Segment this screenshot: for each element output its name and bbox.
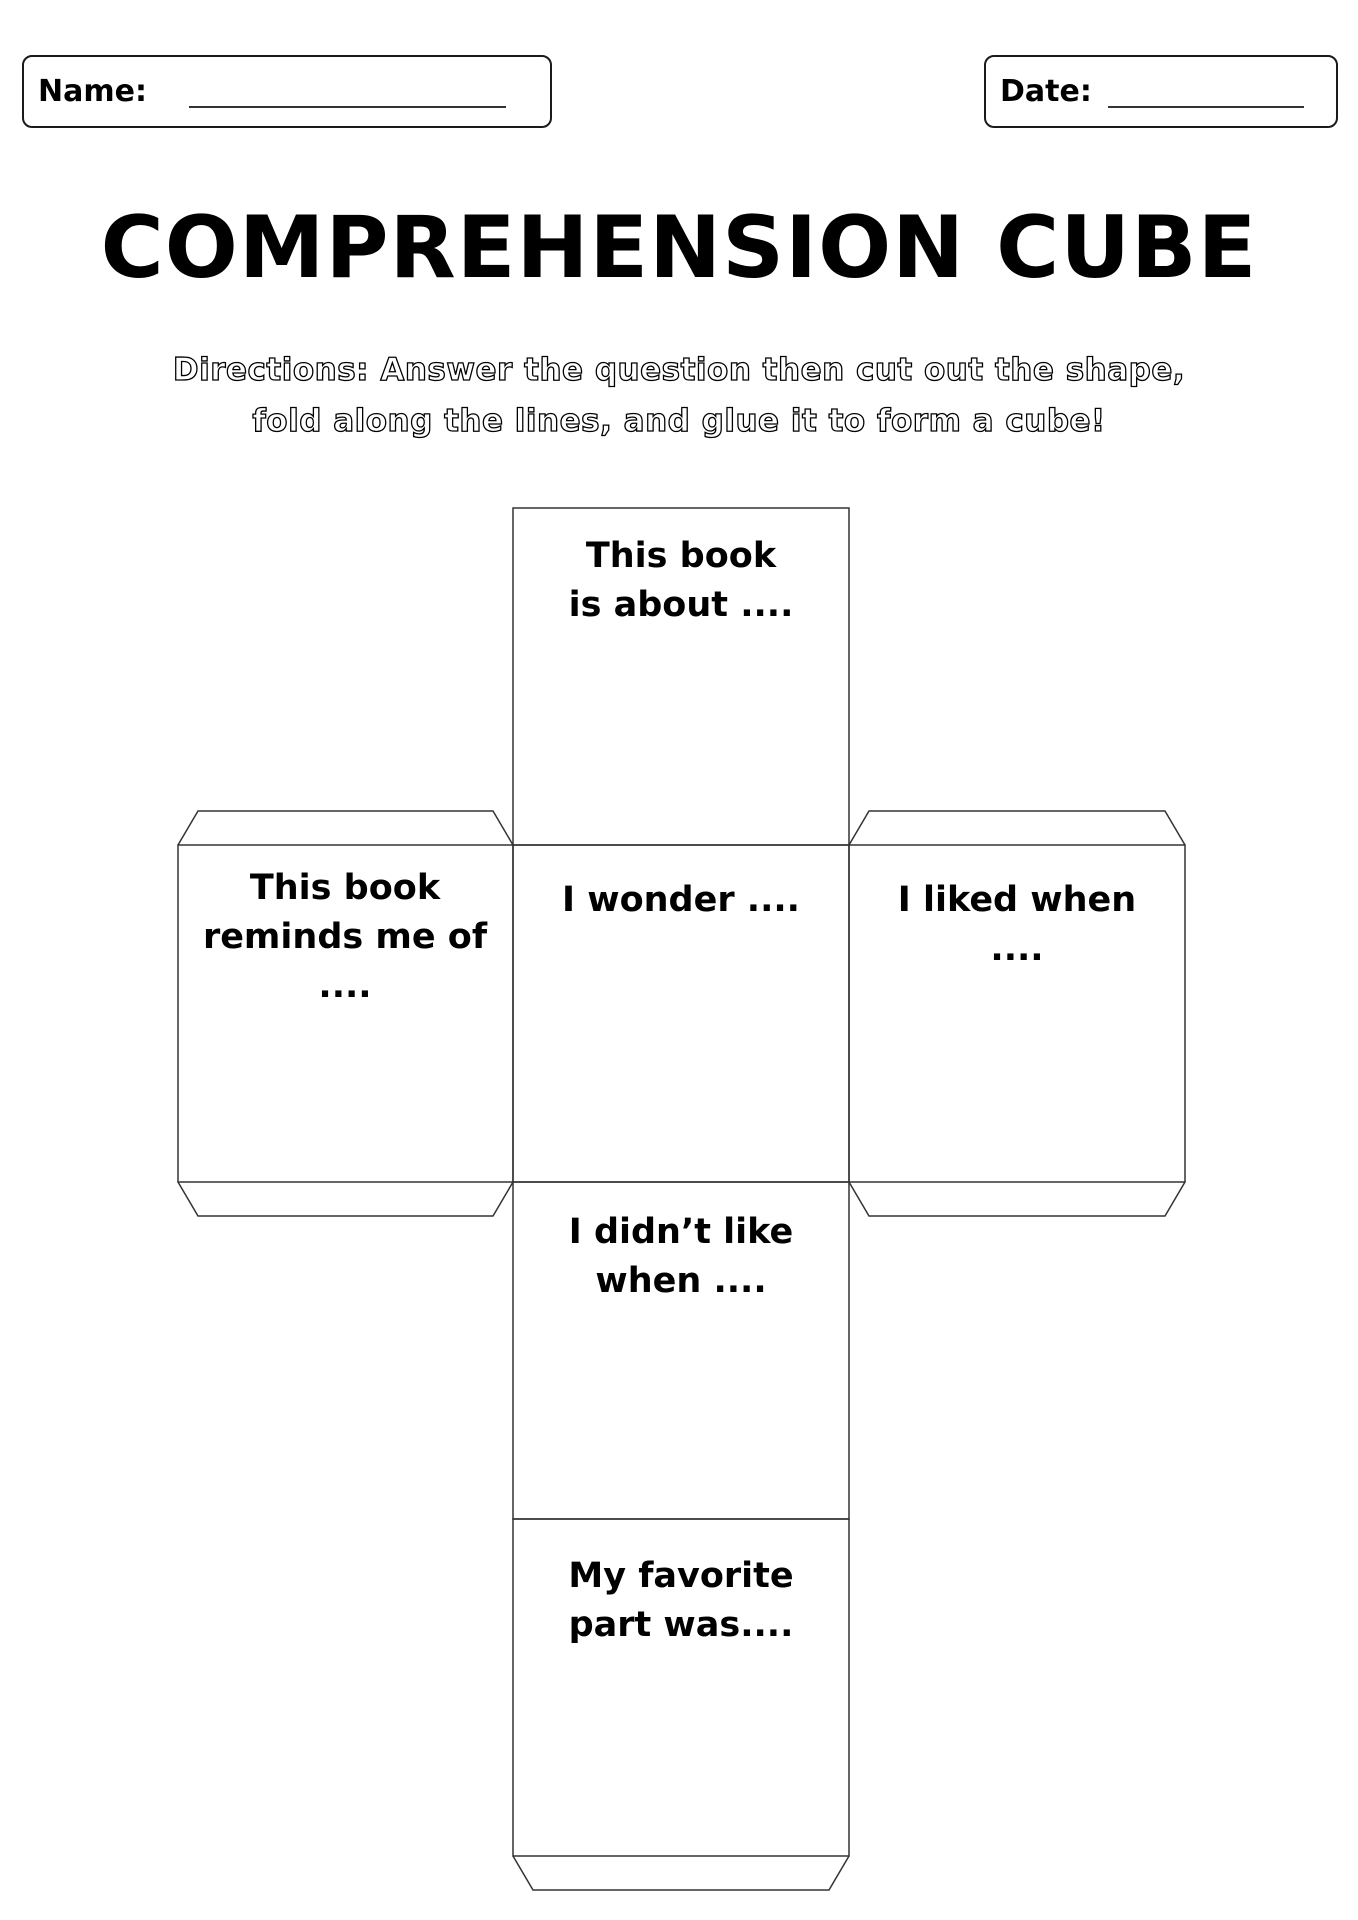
- face-bottom: [512, 1518, 850, 1857]
- tab-left-top: [177, 810, 514, 846]
- face-top-prompt: This book is about ....: [568, 536, 794, 625]
- page-title: COMPREHENSION CUBE: [100, 198, 1258, 298]
- tab-bottom: [512, 1855, 850, 1891]
- date-input-line[interactable]: [1108, 106, 1304, 108]
- tab-right-bottom: [848, 1181, 1186, 1217]
- name-input-line[interactable]: [189, 106, 506, 108]
- directions-line-2: fold along the lines, and glue it to for…: [252, 402, 1106, 439]
- directions-line-1: Directions: Answer the question then cut…: [172, 351, 1186, 388]
- name-label: Name:: [38, 74, 147, 109]
- face-bottom-prompt: My favorite part was....: [568, 1556, 794, 1645]
- face-right-prompt: I liked when ....: [897, 880, 1137, 969]
- face-left-prompt: This book reminds me of ....: [202, 868, 488, 1006]
- name-field[interactable]: Name:: [22, 55, 552, 128]
- face-right: [848, 844, 1186, 1183]
- tab-right-top: [848, 810, 1186, 846]
- tab-left-bottom: [177, 1181, 514, 1217]
- date-label: Date:: [1000, 74, 1092, 109]
- face-center-prompt: I wonder ....: [562, 880, 800, 920]
- date-field[interactable]: Date:: [984, 55, 1338, 128]
- face-lower-prompt: I didn’t like when ....: [568, 1212, 794, 1301]
